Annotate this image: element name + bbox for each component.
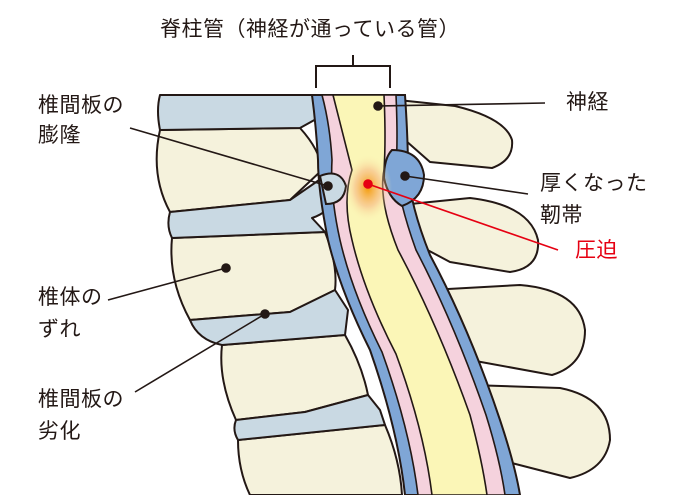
leader-slip <box>107 267 227 301</box>
label-ligament-2: 靭帯 <box>540 203 583 227</box>
leader-degeneration <box>134 313 266 393</box>
page-title: 脊柱管（神経が通っている管） <box>160 17 460 41</box>
disc-top <box>157 94 319 131</box>
spinous-process-1 <box>397 99 514 169</box>
leader-ligament <box>404 175 529 195</box>
label-degeneration-1: 椎間板の <box>38 387 124 411</box>
canal-bracket <box>315 55 391 88</box>
label-ligament-1: 厚くなった <box>540 171 648 195</box>
leader-nerve <box>377 102 546 107</box>
label-nerve: 神経 <box>566 90 609 114</box>
label-compression: 圧迫 <box>575 238 618 262</box>
leader-compression <box>367 183 559 251</box>
spinous-process-2 <box>399 197 540 273</box>
label-degeneration-2: 劣化 <box>38 419 81 443</box>
disc-slip <box>189 289 349 346</box>
label-disc-bulge-1: 椎間板の <box>38 93 124 117</box>
label-disc-bulge-2: 膨隆 <box>38 123 81 147</box>
disc-degenerated <box>233 394 386 441</box>
leader-disc-bulge <box>129 127 329 187</box>
label-slip-2: ずれ <box>38 317 81 341</box>
label-slip-1: 椎体の <box>38 285 103 309</box>
